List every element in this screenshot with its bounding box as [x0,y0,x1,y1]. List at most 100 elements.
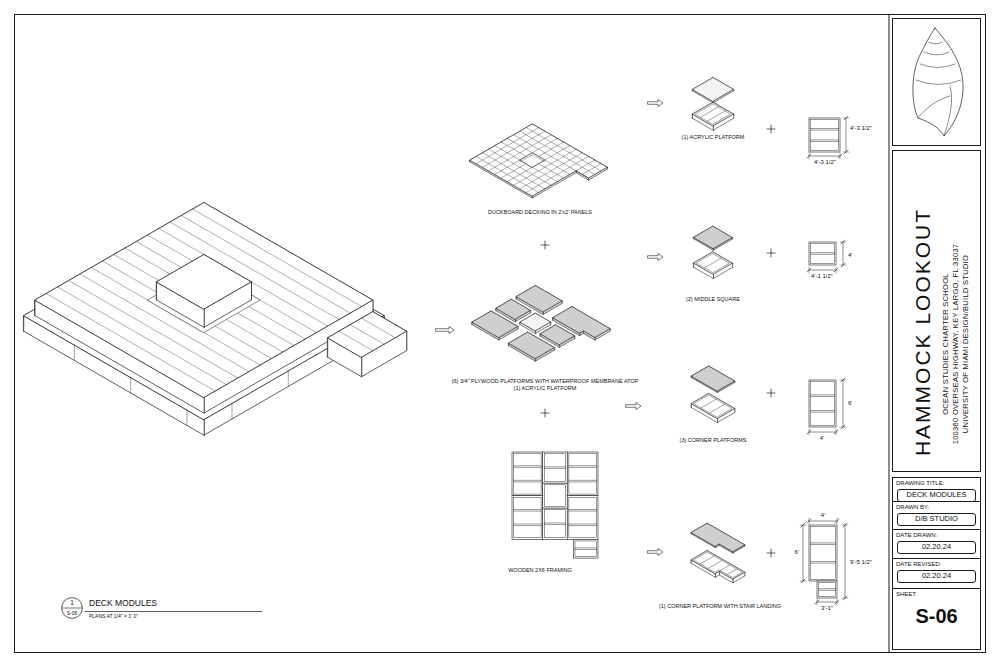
panel-seam [514,135,589,178]
dimension-extension [842,525,848,526]
dimension-text: 3'-1" [820,605,834,612]
frame-joist [708,560,722,568]
joist [819,588,836,589]
dimension-extension [840,153,841,159]
project-title: HAMMOCK LOOKOUT [911,208,935,456]
dimension-tick [834,268,838,272]
dimension-line [803,525,804,581]
client-name: OCEAN STUDIES CHARTER SCHOOL [942,273,951,415]
frame-rim [694,395,732,417]
landing-plank [350,325,384,345]
dimension-text: 6' [847,400,853,407]
shell-whorl [916,80,961,85]
logo-cell [893,19,981,146]
joist [811,412,835,413]
sheet-frame [15,15,986,653]
dimension-tick [835,600,839,604]
dimension-tick [815,600,819,604]
panel-seam [520,131,595,174]
frame-joist [701,107,719,117]
frame-joist [720,565,730,571]
joist [514,480,542,481]
module-plans [800,116,849,605]
plan-corner [809,380,836,427]
acrylic-platform-top [157,255,252,310]
frame-joist [708,111,726,121]
duckboard-isometric [470,124,607,198]
frame-joist [727,569,737,575]
plan-corner-inner [811,382,835,426]
field-label: DATE DRAWN: [896,532,937,539]
shell-outline [913,28,963,136]
shell-lip [918,96,950,118]
dimension-extension [840,265,846,266]
dimension-text: 6' [794,549,800,556]
sheet-reference: S-06 [67,611,78,616]
deck-post [232,403,233,419]
joist [514,511,542,512]
marker-outline [62,598,83,619]
plus-sign [771,549,772,557]
joist [569,465,597,466]
dimension-tick [835,519,839,523]
joist [569,509,597,510]
field-value: 02.20.24 [897,541,976,554]
plan-middle-square [809,242,836,265]
panel-seam [514,149,576,185]
panel-seam [501,142,563,178]
dimension-extension [840,427,846,428]
frame-module-inner [544,510,565,538]
panel-seam [507,138,569,174]
arrow [648,100,663,107]
joist [819,590,836,591]
joist [514,467,542,468]
deck-post [74,345,75,361]
plus-sign [771,389,772,397]
plan-landing-inner [819,583,836,597]
frame-joist [700,556,714,564]
joist [544,468,565,469]
drawn-by-cell: DRAWN BY:D/B STUDIO [892,501,981,530]
joist [569,511,597,512]
designer-name: UNIVERSITY OF MIAMI DESIGN/BUILD STUDIO [962,255,971,433]
dimension-extension [840,380,846,381]
component-note: (6) 3/4" PLYWOOD PLATFORMS WITH WATERPRO… [451,378,640,384]
framing-plan [512,452,598,558]
module-frame-top [693,102,734,126]
plywood-exploded [472,285,610,361]
joist [514,524,542,525]
landing-plank [361,318,395,338]
frame-module [573,539,598,558]
title-underline [85,611,262,612]
dimension-extension [809,518,810,524]
module-panel-top [691,523,744,552]
field-label: DRAWN BY: [896,504,929,511]
dimension-tick [801,579,805,583]
joist [514,465,542,466]
deck-slab-top [35,203,373,398]
module-name: (3) CORNER PLATFORMS [679,437,748,443]
dimension-text: 4'-3 1/2" [813,159,837,166]
dimension-line [843,242,844,265]
site-address: 100360 OVERSEAS HIGHWAY, KEY LARGO, FL 3… [952,244,961,445]
arrow [436,327,454,334]
frame-module-inner [544,454,565,482]
dimension-tick [844,150,848,154]
field-value: S-06 [893,605,980,628]
deck-plank [114,255,283,353]
joist [811,139,839,140]
frame-module [567,496,598,540]
deck-plank [136,242,305,340]
joist [514,509,542,510]
joist [811,563,836,564]
frame-module [567,452,598,496]
frame-module-inner [514,497,542,537]
joist [575,547,596,548]
plan-corner-landing-inner [811,527,836,580]
dimension-extension [836,267,837,273]
plus-sign [545,409,546,417]
module-name: (2) MIDDLE SQUARE [685,296,741,302]
joist [811,141,839,142]
shell-logo [913,28,963,136]
